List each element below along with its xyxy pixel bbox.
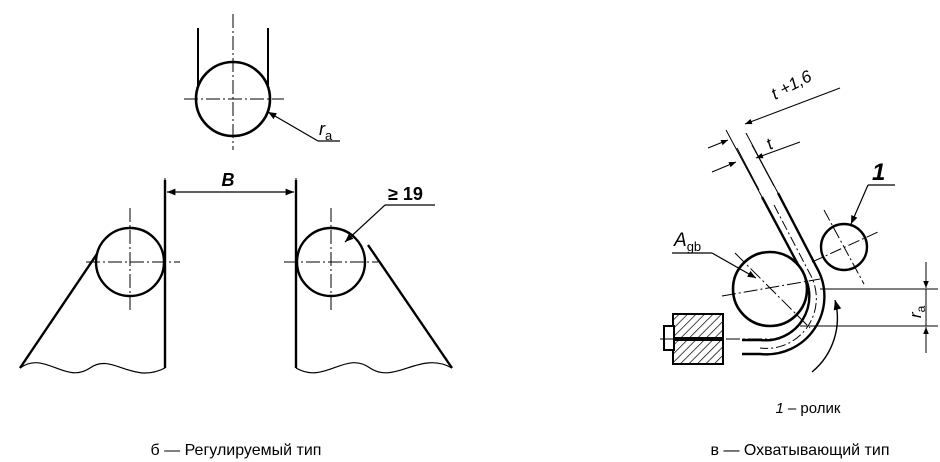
left-die-block — [19, 180, 180, 374]
mandrel-label: Agb — [673, 230, 701, 254]
callout-number: 1 — [872, 159, 885, 186]
radius-label: ra — [906, 305, 928, 318]
mandrel-leader — [672, 252, 757, 279]
thickness-dimensions — [707, 87, 841, 198]
clamp-block — [660, 313, 780, 365]
thickness-label: t — [763, 134, 777, 154]
min-dimension-label: ≥ 19 — [388, 184, 423, 204]
roller-radius-label: ra — [319, 119, 333, 143]
bend-direction-arrow — [811, 299, 842, 373]
mandrel — [721, 250, 821, 329]
left-caption: б — Регулируемый тип — [151, 442, 322, 459]
right-die-block — [284, 180, 453, 374]
top-roller-assembly — [184, 14, 340, 150]
radius-dimension — [800, 262, 938, 353]
pressing-roller — [811, 184, 895, 285]
mandrel-circle — [731, 250, 809, 328]
thickness-plus-label: t +1,6 — [768, 66, 815, 103]
width-label: B — [222, 170, 235, 190]
legend: 1– ролик — [776, 400, 841, 417]
right-caption: в — Охватывающий тип — [711, 442, 890, 459]
